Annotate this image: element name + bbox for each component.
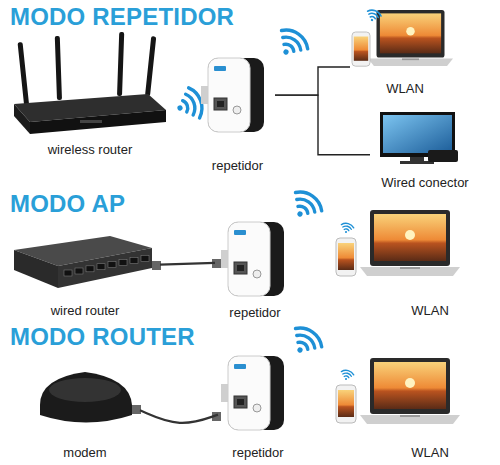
switch-illustration xyxy=(108,262,116,268)
client-node: WLAN xyxy=(360,350,500,460)
ethernet-cable xyxy=(140,410,218,423)
device-caption: modem xyxy=(63,445,106,460)
repeater-illustration xyxy=(221,222,284,296)
device-caption: repetidor xyxy=(212,158,263,173)
device-caption: Wired conector xyxy=(381,175,468,190)
wireless-router-illustration xyxy=(145,36,156,96)
modem-illustration xyxy=(40,372,132,423)
wifi-signal xyxy=(285,323,325,361)
bracket-line xyxy=(275,67,350,95)
laptop-illustration xyxy=(368,10,453,66)
wireless-router-illustration xyxy=(18,42,30,106)
switch-illustration xyxy=(119,260,127,266)
repeater-node: repetidor xyxy=(218,352,298,460)
modem-illustration xyxy=(49,378,121,402)
repeater-illustration xyxy=(201,58,264,132)
device-caption: WLAN xyxy=(386,81,424,96)
wireless-router-illustration xyxy=(14,104,30,134)
device-caption: wired router xyxy=(51,303,120,318)
wireless-router-illustration xyxy=(30,110,166,134)
switch-illustration xyxy=(14,236,152,288)
wifi-signal xyxy=(271,25,311,63)
bracket-line xyxy=(275,95,370,155)
mode-heading: MODO AP xyxy=(10,190,125,218)
switch-illustration xyxy=(97,264,105,270)
router-node: wireless router xyxy=(10,35,170,157)
wifi-signal xyxy=(285,187,325,225)
mode-heading: MODO REPETIDOR xyxy=(10,3,234,31)
tv-illustration xyxy=(380,112,458,164)
device-caption: WLAN xyxy=(411,445,449,460)
tv-illustration xyxy=(383,115,452,153)
cable-plug xyxy=(132,405,141,414)
wifi-signal xyxy=(340,369,355,382)
modem-node: modem xyxy=(30,368,140,460)
cable-plug xyxy=(152,261,161,270)
switch-illustration xyxy=(58,248,152,288)
phone-illustration xyxy=(352,32,370,66)
device-caption: repetidor xyxy=(232,445,283,460)
laptop-illustration xyxy=(360,358,460,424)
repeater-node: repetidor xyxy=(200,55,275,173)
wireless-router-illustration xyxy=(80,120,102,123)
switch-illustration xyxy=(75,268,83,274)
ethernet-cable xyxy=(160,263,215,265)
repeater-illustration xyxy=(221,356,284,430)
switch-illustration xyxy=(130,257,138,263)
repeater-node: repetidor xyxy=(215,218,295,320)
device-caption: repetidor xyxy=(229,305,280,320)
tv-node: Wired conector xyxy=(370,108,480,190)
switch-illustration xyxy=(14,250,58,288)
tv-illustration xyxy=(410,157,424,161)
mode-heading: MODO ROUTER xyxy=(10,323,195,351)
tv-illustration xyxy=(428,150,458,162)
laptop-illustration xyxy=(360,210,460,276)
client-node: WLAN xyxy=(350,8,460,96)
router-node: wired router xyxy=(10,232,160,318)
wifi-signal xyxy=(365,8,382,23)
wireless-router-illustration xyxy=(55,36,62,100)
switch-illustration xyxy=(141,255,149,261)
modem-illustration xyxy=(40,372,132,423)
wifi-signal xyxy=(340,222,355,235)
phone-illustration xyxy=(336,238,356,276)
wifi-signal xyxy=(172,85,206,123)
device-caption: WLAN xyxy=(411,303,449,318)
wireless-router-illustration xyxy=(117,32,124,96)
wireless-router-illustration xyxy=(14,32,166,134)
switch-illustration xyxy=(86,266,94,272)
device-caption: wireless router xyxy=(48,142,133,157)
phone-illustration xyxy=(336,385,356,423)
switch-illustration xyxy=(64,270,72,276)
client-node: WLAN xyxy=(360,203,500,318)
